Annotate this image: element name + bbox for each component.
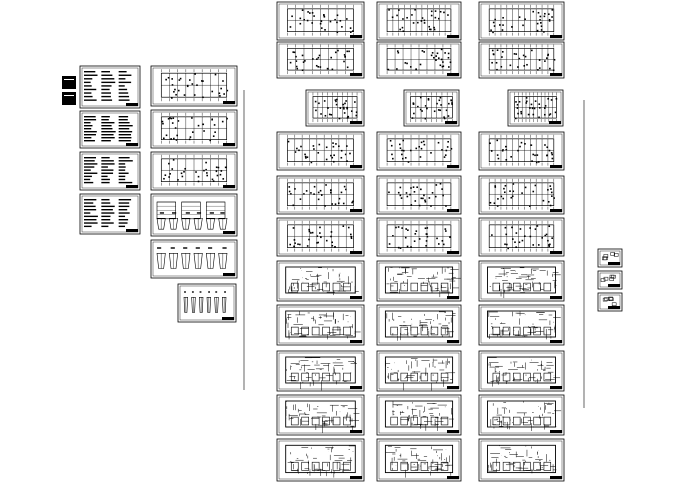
notes-sheet[interactable] [79, 193, 141, 235]
structural-sheet[interactable] [376, 260, 462, 302]
architectural-set-group [150, 65, 238, 323]
structural-sheet[interactable] [376, 350, 462, 392]
plan-sheet[interactable] [150, 109, 238, 149]
structural-sheet[interactable] [276, 1, 365, 41]
cover-sheet[interactable] [62, 92, 76, 105]
notes-sheet[interactable] [79, 151, 141, 191]
structural-sheet[interactable] [276, 350, 365, 392]
notes-sheet[interactable] [79, 110, 141, 149]
structural-sheet[interactable] [478, 1, 565, 41]
structural-sheet[interactable] [376, 217, 462, 257]
details-sheet[interactable] [150, 239, 238, 279]
plan-sheet[interactable] [150, 65, 238, 107]
structural-sheet[interactable] [276, 304, 365, 346]
detail-thumbnails-group [597, 248, 623, 312]
detail-thumbnail-sheet[interactable] [597, 292, 623, 312]
elevation-sheet[interactable] [150, 193, 238, 237]
structural-sheet[interactable] [478, 438, 565, 482]
structural-sheet[interactable] [478, 175, 565, 215]
structural-sheet[interactable] [478, 260, 565, 302]
structural-sheet[interactable] [403, 89, 460, 127]
structural-sheet[interactable] [276, 217, 365, 257]
structural-sheet[interactable] [478, 41, 565, 79]
structural-sheet[interactable] [376, 1, 462, 41]
structural-sheet[interactable] [478, 394, 565, 436]
structural-sheet[interactable] [276, 41, 365, 79]
notes-sheet[interactable] [79, 65, 141, 109]
structural-sheet[interactable] [478, 217, 565, 257]
detail-thumbnail-sheet[interactable] [597, 248, 623, 268]
structural-sheet[interactable] [276, 438, 365, 482]
details-small-sheet[interactable] [177, 283, 237, 323]
structural-sheet[interactable] [376, 41, 462, 79]
structural-sheet[interactable] [507, 89, 564, 127]
cover-sheet[interactable] [62, 76, 76, 89]
structural-sheet[interactable] [376, 175, 462, 215]
structural-sheet[interactable] [478, 350, 565, 392]
structural-sheet[interactable] [478, 304, 565, 346]
cover-and-notes-group [62, 65, 141, 235]
plan-sheet[interactable] [150, 151, 238, 191]
structural-sheet[interactable] [276, 260, 365, 302]
structural-sheet[interactable] [305, 89, 365, 127]
structural-sheet[interactable] [376, 131, 462, 171]
structural-sheet[interactable] [276, 394, 365, 436]
structural-sheet[interactable] [376, 438, 462, 482]
detail-thumbnail-sheet[interactable] [597, 270, 623, 290]
structural-sheet[interactable] [478, 131, 565, 171]
structural-sheet[interactable] [376, 394, 462, 436]
structural-set-group [276, 1, 565, 482]
structural-sheet[interactable] [276, 131, 365, 171]
structural-sheet[interactable] [276, 175, 365, 215]
structural-sheet[interactable] [376, 304, 462, 346]
